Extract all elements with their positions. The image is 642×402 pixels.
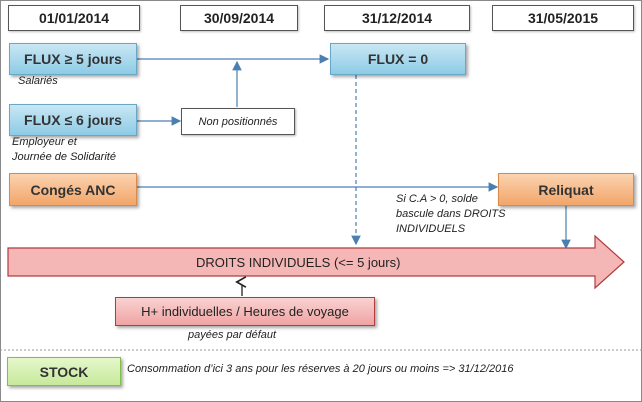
stock-box: STOCK (7, 357, 121, 386)
solde-line2: bascule dans DROITS (396, 208, 506, 220)
solde-line1: Si C.A > 0, solde (396, 193, 478, 205)
non-positionnes-box: Non positionnés (181, 108, 295, 135)
h-plus-box: H+ individuelles / Heures de voyage (115, 297, 375, 326)
consommation-note: Consommation d’ici 3 ans pour les réserv… (127, 363, 514, 375)
salaries-note: Salariés (18, 75, 58, 87)
employeur-line2: Journée de Solidarité (12, 151, 116, 163)
employeur-line1: Employeur et (12, 136, 77, 148)
flux-ge5-box: FLUX ≥ 5 jours (9, 43, 137, 75)
solde-line3: INDIVIDUELS (396, 223, 466, 235)
reliquat-box: Reliquat (498, 173, 634, 206)
droits-individuels-label: DROITS INDIVIDUELS (<= 5 jours) (196, 255, 401, 270)
date-box-4: 31/05/2015 (492, 5, 634, 31)
flux-le6-box: FLUX ≤ 6 jours (9, 104, 137, 136)
payees-note: payées par défaut (188, 329, 277, 341)
employeur-note: Employeur et Journée de Solidarité (12, 135, 116, 165)
solde-note: Si C.A > 0, solde bascule dans DROITS IN… (396, 192, 505, 237)
conges-anc-box: Congés ANC (9, 173, 137, 206)
date-box-1: 01/01/2014 (8, 5, 140, 31)
droits-individuels-arrow (7, 234, 625, 290)
date-box-2: 30/09/2014 (180, 5, 298, 31)
date-box-3: 31/12/2014 (324, 5, 470, 31)
flux-zero-box: FLUX = 0 (330, 43, 466, 75)
